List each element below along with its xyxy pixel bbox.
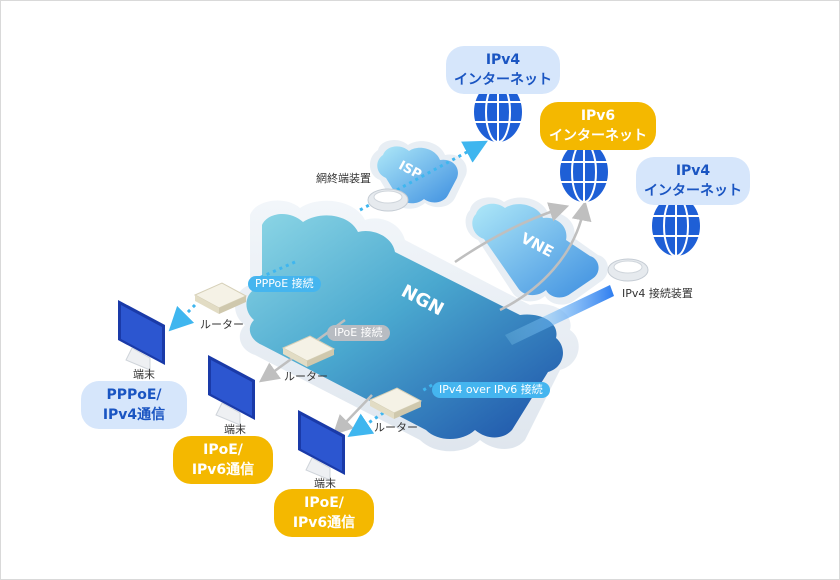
router-label-3: ルーター [374,421,418,434]
ipv4-over-ipv6-connection-label: IPv4 over IPv6 接続 [432,382,550,398]
device-puck-icon [607,258,649,282]
globe-icon [652,195,700,257]
ipoe-connection-label: IPoE 接続 [327,325,390,341]
monitor-icon [208,355,255,426]
terminal-label-1: 端末 [133,368,155,381]
ipv4-gateway-label: IPv4 接続装置 [622,287,693,300]
router-label-2: ルーター [284,370,328,383]
dotted-ipv4-over-ipv6-b [419,383,433,394]
monitor-icon [298,410,345,481]
terminal-label-2: 端末 [224,423,246,436]
router-label-1: ルーター [200,318,244,331]
device-puck-icon [367,188,409,212]
network-terminal-label: 網終端装置 [316,172,371,185]
monitor-icon [118,300,165,371]
globe-icon [560,141,608,203]
dotted-pppoe [249,260,296,284]
pppoe-connection-label: PPPoE 接続 [248,276,321,292]
router-icon [368,387,423,419]
router-icon [193,282,248,314]
ipoe-ipv6-communication-label-b: IPoE/IPv6通信 [274,489,374,537]
arrow-to-ipv6-a [454,202,570,264]
dotted-router-to-terminal [168,303,197,332]
router-icon [281,335,336,367]
ipv4-over-ipv6-tunnel [505,285,614,345]
terminal-label-3: 端末 [314,477,336,490]
arrow-to-ipv6-b [499,200,592,312]
pppoe-ipv4-communication-label: PPPoE/IPv4通信 [81,381,187,429]
ipoe-ipv6-communication-label-a: IPoE/IPv6通信 [173,436,273,484]
vne-cloud-icon [465,197,609,305]
